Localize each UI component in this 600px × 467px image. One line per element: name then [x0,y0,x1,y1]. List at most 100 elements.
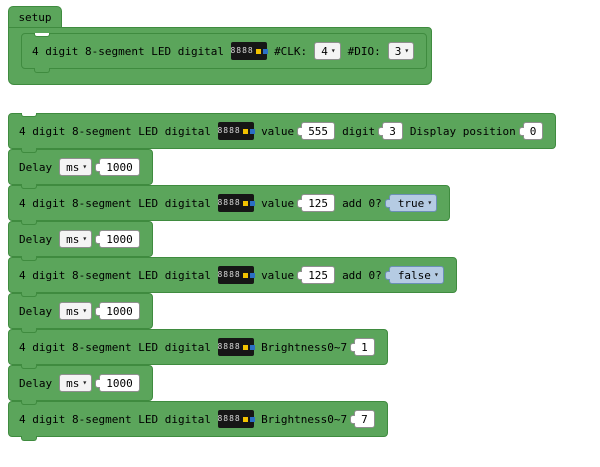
setup-block-group: setup 4 digit 8-segment LED digital 8888… [8,6,433,85]
delay-block[interactable]: Delay ms ▾ 1000 [8,365,153,405]
dropdown-arrow-icon: ▾ [82,306,88,315]
led-brightness-block[interactable]: 4 digit 8-segment LED digital 8888 Brigh… [8,401,388,441]
setup-block-body[interactable]: 4 digit 8-segment LED digital 8888 #CLK:… [8,27,433,85]
delay-unit-dropdown[interactable]: ms ▾ [59,158,93,176]
brightness-input[interactable]: 7 [350,410,375,428]
value-input[interactable]: 555 [297,122,336,140]
led-icon-blue-chip [249,272,255,278]
value-label: value [261,268,295,282]
led-digits: 8888 [217,270,241,279]
digit-input[interactable]: 3 [378,122,403,140]
delay-value-input[interactable]: 1000 [95,230,140,248]
block-stack: 4 digit 8-segment LED digital 8888 value… [8,113,557,441]
block-label: 4 digit 8-segment LED digital [32,44,225,58]
display-position-input[interactable]: 0 [518,122,544,140]
led-add-zero-block[interactable]: 4 digit 8-segment LED digital 8888 value… [8,185,451,225]
add-zero-value: false [397,268,431,282]
dropdown-arrow-icon: ▾ [433,270,439,279]
dropdown-arrow-icon: ▾ [82,234,88,243]
delay-label: Delay [19,232,53,246]
block-label: 4 digit 8-segment LED digital [19,268,212,282]
delay-value-input[interactable]: 1000 [95,374,140,392]
delay-value-input[interactable]: 1000 [95,158,140,176]
dropdown-arrow-icon: ▾ [427,198,433,207]
clk-pin-dropdown[interactable]: 4 ▾ [314,42,341,60]
value-text: 125 [308,196,329,210]
value-input[interactable]: 125 [297,266,336,284]
dropdown-arrow-icon: ▾ [330,46,336,55]
delay-unit-value: ms [66,232,80,246]
add-zero-dropdown[interactable]: false ▾ [384,266,444,284]
setup-block[interactable]: setup [8,6,62,27]
value-label: value [261,196,295,210]
block-label: 4 digit 8-segment LED digital [19,412,212,426]
led-display-icon: 8888 [217,410,255,428]
delay-value-text: 1000 [106,376,133,390]
add-zero-dropdown[interactable]: true ▾ [384,194,438,212]
setup-label: setup [18,10,52,24]
led-show-number-block[interactable]: 4 digit 8-segment LED digital 8888 value… [8,113,557,153]
led-digits: 8888 [217,414,241,423]
value-label: value [261,124,295,138]
delay-value-text: 1000 [106,304,133,318]
delay-block[interactable]: Delay ms ▾ 1000 [8,221,153,261]
block-label: 4 digit 8-segment LED digital [19,340,212,354]
dropdown-arrow-icon: ▾ [404,46,410,55]
dropdown-arrow-icon: ▾ [82,378,88,387]
led-icon-blue-chip [249,416,255,422]
led-icon-yellow-chip [242,416,248,422]
display-position-label: Display position [409,124,516,138]
delay-block[interactable]: Delay ms ▾ 1000 [8,149,153,189]
brightness-input[interactable]: 1 [350,338,375,356]
delay-value-text: 1000 [106,160,133,174]
led-display-icon: 8888 [217,266,255,284]
block-label: 4 digit 8-segment LED digital [19,196,212,210]
delay-label: Delay [19,160,53,174]
led-init-block[interactable]: 4 digit 8-segment LED digital 8888 #CLK:… [21,33,428,73]
led-icon-blue-chip [249,344,255,350]
add-zero-value: true [397,196,425,210]
delay-unit-value: ms [66,304,80,318]
delay-value-text: 1000 [106,232,133,246]
led-icon-yellow-chip [255,48,261,54]
delay-value-input[interactable]: 1000 [95,302,140,320]
led-brightness-block[interactable]: 4 digit 8-segment LED digital 8888 Brigh… [8,329,388,369]
brightness-label: Brightness0~7 [261,412,348,426]
led-display-icon: 8888 [217,194,255,212]
brightness-label: Brightness0~7 [261,340,348,354]
digit-text: 3 [389,124,396,138]
led-display-icon: 8888 [217,122,255,140]
dio-pin-value: 3 [394,44,402,58]
delay-block[interactable]: Delay ms ▾ 1000 [8,293,153,333]
led-digits: 8888 [217,126,241,135]
value-text: 125 [308,268,329,282]
led-icon-yellow-chip [242,272,248,278]
delay-unit-dropdown[interactable]: ms ▾ [59,230,93,248]
dio-label: #DIO: [347,44,381,58]
block-label: 4 digit 8-segment LED digital [19,124,212,138]
led-icon-blue-chip [249,200,255,206]
delay-label: Delay [19,376,53,390]
dropdown-arrow-icon: ▾ [82,162,88,171]
led-icon-blue-chip [262,48,268,54]
digit-label: digit [342,124,376,138]
led-digits: 8888 [230,46,254,55]
led-icon-yellow-chip [242,344,248,350]
delay-unit-dropdown[interactable]: ms ▾ [59,302,93,320]
led-add-zero-block[interactable]: 4 digit 8-segment LED digital 8888 value… [8,257,457,297]
delay-unit-dropdown[interactable]: ms ▾ [59,374,93,392]
value-text: 555 [308,124,329,138]
display-position-text: 0 [529,124,537,138]
led-digits: 8888 [217,342,241,351]
clk-label: #CLK: [274,44,308,58]
led-icon-blue-chip [249,128,255,134]
delay-unit-value: ms [66,376,80,390]
delay-label: Delay [19,304,53,318]
brightness-text: 7 [361,412,368,426]
add-zero-label: add 0? [342,268,382,282]
dio-pin-dropdown[interactable]: 3 ▾ [387,42,415,60]
led-digits: 8888 [217,198,241,207]
value-input[interactable]: 125 [297,194,336,212]
led-icon-yellow-chip [242,128,248,134]
